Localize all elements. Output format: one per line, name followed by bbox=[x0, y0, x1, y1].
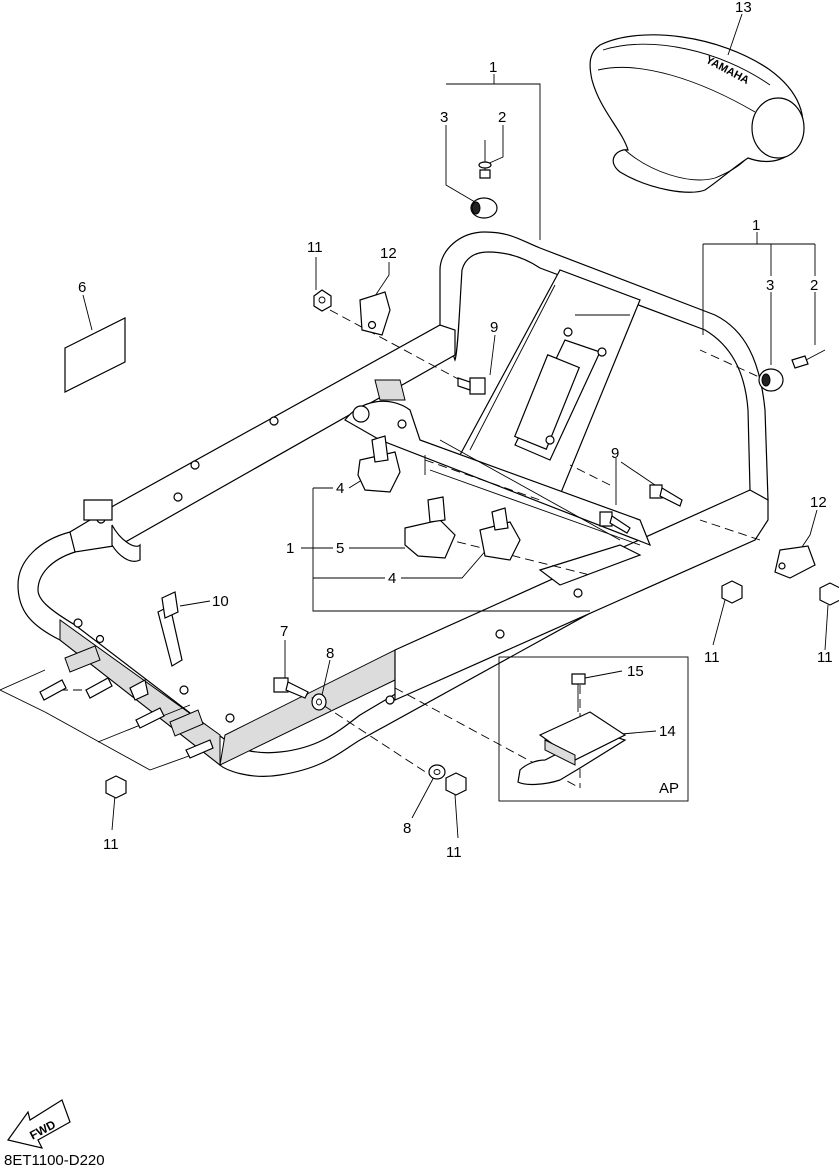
callout-9-right: 9 bbox=[611, 445, 619, 462]
nut-right-2 bbox=[819, 582, 839, 606]
clamp-5 bbox=[404, 496, 456, 559]
callout-11-right-1: 11 bbox=[704, 649, 720, 666]
callout-11-bottom-mid: 11 bbox=[446, 844, 462, 861]
nut-bottom-mid bbox=[445, 772, 467, 796]
small-parts bbox=[39, 140, 839, 799]
tag-strap bbox=[157, 591, 183, 667]
fwd-arrow: FWD bbox=[6, 1099, 71, 1149]
callout-1-group: 1 bbox=[286, 540, 294, 557]
clamp-4-upper bbox=[357, 435, 401, 493]
callout-11-right-2: 11 bbox=[817, 649, 833, 666]
bolt-9-right bbox=[599, 484, 683, 534]
callout-1-top: 1 bbox=[489, 59, 497, 76]
cross-frame bbox=[344, 269, 652, 586]
rear-frame bbox=[17, 231, 769, 777]
callout-4-lower: 4 bbox=[388, 570, 396, 587]
rivet-top bbox=[478, 140, 492, 179]
leader-lines bbox=[0, 13, 829, 839]
callout-3-right: 3 bbox=[766, 277, 774, 294]
ap-inset: AP bbox=[498, 656, 689, 802]
diagram-code: 8ET1100-D220 bbox=[4, 1152, 105, 1169]
callout-10: 10 bbox=[212, 593, 229, 610]
callout-11-top-left: 11 bbox=[307, 239, 323, 256]
callout-15: 15 bbox=[627, 663, 644, 680]
callout-8-upper: 8 bbox=[326, 645, 334, 662]
rivet-right bbox=[791, 349, 826, 369]
grommet-top bbox=[470, 197, 498, 219]
callout-4-upper: 4 bbox=[336, 480, 344, 497]
callout-8-lower: 8 bbox=[403, 820, 411, 837]
callout-6: 6 bbox=[78, 279, 86, 296]
grommet-right bbox=[758, 368, 784, 392]
callout-5: 5 bbox=[336, 540, 344, 557]
callout-13: 13 bbox=[735, 0, 752, 16]
clamp-4-lower bbox=[479, 507, 521, 561]
callout-11-bottom-left: 11 bbox=[103, 836, 119, 853]
washer-lower bbox=[428, 764, 446, 780]
callout-3-top: 3 bbox=[440, 109, 448, 126]
callout-14: 14 bbox=[659, 723, 676, 740]
bolt-9-left bbox=[457, 377, 486, 395]
backrest-cushion: YAMAHA bbox=[589, 34, 805, 193]
callout-1-right: 1 bbox=[752, 217, 760, 234]
callout-2-right: 2 bbox=[810, 277, 818, 294]
inset-label: AP bbox=[659, 780, 679, 797]
clip-right bbox=[774, 545, 816, 579]
label-sticker bbox=[64, 317, 126, 393]
callout-12-right: 12 bbox=[810, 494, 827, 511]
nut-bottom-left bbox=[105, 775, 127, 799]
nut-right-1 bbox=[721, 580, 743, 604]
washer-upper bbox=[311, 693, 327, 711]
callout-12-left: 12 bbox=[380, 245, 397, 262]
bolt-7 bbox=[273, 677, 309, 699]
callout-9-left: 9 bbox=[490, 319, 498, 336]
callouts: 1 2 3 13 1 3 2 11 12 6 9 9 12 4 1 5 4 10… bbox=[78, 0, 833, 861]
nut-top-left bbox=[313, 289, 332, 312]
studs-left bbox=[39, 677, 214, 759]
callout-7: 7 bbox=[280, 623, 288, 640]
callout-2-top: 2 bbox=[498, 109, 506, 126]
clip-left bbox=[359, 291, 391, 336]
